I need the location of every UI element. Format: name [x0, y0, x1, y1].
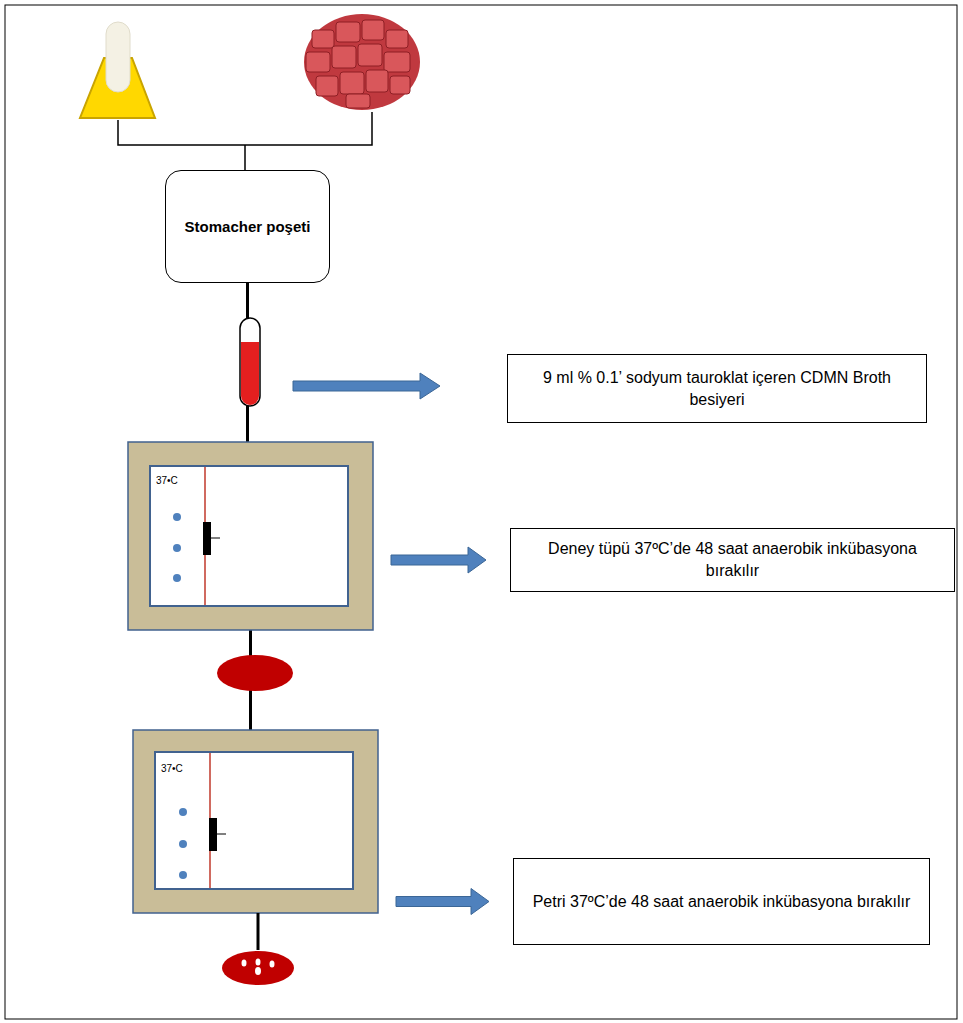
merge-wire — [118, 112, 372, 170]
incubator-drawing — [128, 442, 373, 630]
flask-icon — [80, 22, 155, 118]
note-box: Petri 37ºC’de 48 saat anaerobik inkübasy… — [513, 858, 930, 945]
leader-arrow — [293, 373, 440, 399]
box-text: Petri 37ºC’de 48 saat anaerobik inkübasy… — [533, 891, 911, 913]
page-frame — [5, 5, 957, 1019]
note-box: Deney tüpü 37ºC’de 48 saat anaerobik ink… — [510, 528, 955, 592]
petri-dish — [217, 655, 293, 691]
meat-icon — [304, 14, 420, 110]
note-box: 9 ml % 0.1’ sodyum tauroklat içeren CDMN… — [507, 354, 927, 423]
wire — [257, 913, 260, 950]
test-tube — [240, 318, 260, 406]
temperature-label: 37•C — [156, 475, 178, 487]
box-text: 9 ml % 0.1’ sodyum tauroklat içeren CDMN… — [522, 367, 912, 411]
incubator-drawing — [133, 730, 378, 913]
connector — [391, 547, 486, 573]
connector — [396, 889, 489, 915]
incubator: 37•C — [128, 442, 373, 630]
petri-colonies — [222, 951, 294, 985]
incubator: 37•C — [133, 730, 378, 913]
box-text: Stomacher poşeti — [185, 217, 311, 237]
temperature-label: 37•C — [161, 763, 183, 775]
box-text: Deney tüpü 37ºC’de 48 saat anaerobik ink… — [525, 538, 940, 582]
process-box: Stomacher poşeti — [165, 170, 330, 283]
